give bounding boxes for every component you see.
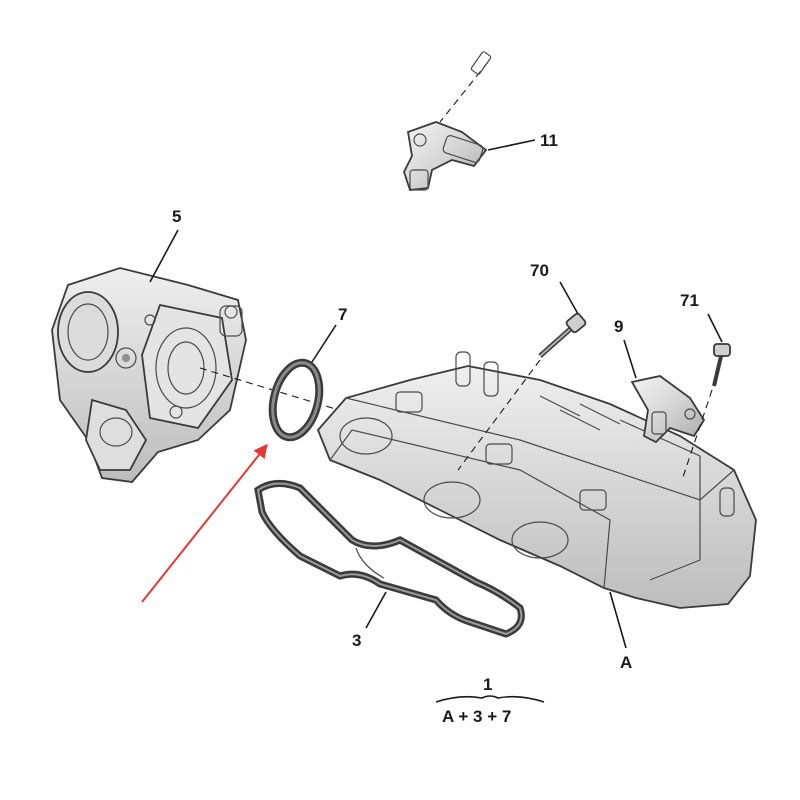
- leader-71: [707, 313, 723, 343]
- callout-5: 5: [172, 207, 181, 226]
- callout-11: 11: [540, 131, 558, 150]
- callout-70: 70: [530, 261, 549, 280]
- o-ring-seal-part-7: [268, 358, 324, 442]
- leader-9: [623, 339, 637, 379]
- leader-5: [149, 229, 179, 283]
- callout-9: 9: [614, 317, 623, 336]
- sensor-part-9: [630, 375, 706, 444]
- leader-3: [365, 591, 387, 629]
- callout-71: 71: [680, 291, 699, 310]
- callout-3: 3: [352, 631, 361, 650]
- leader-11: [487, 139, 536, 151]
- assembly-brace: [435, 695, 545, 703]
- intake-manifold-part-A: [316, 351, 757, 609]
- assembly-number: 1: [483, 675, 492, 694]
- callout-A: A: [620, 653, 632, 672]
- bolt-part-70: [457, 312, 587, 471]
- highlight-arrow: [141, 443, 268, 603]
- leader-A: [609, 591, 627, 649]
- screw-part-71: [681, 343, 731, 481]
- leader-7: [311, 324, 337, 363]
- assembly-formula-text: A + 3 + 7: [442, 707, 511, 726]
- leader-70: [559, 281, 579, 315]
- throttle-body-part-5: [51, 267, 247, 483]
- manifold-gasket-part-3: [254, 480, 525, 638]
- sensor-part-11: [403, 51, 492, 191]
- assembly-formula: 1 A + 3 + 7: [435, 675, 545, 726]
- callout-7: 7: [338, 305, 347, 324]
